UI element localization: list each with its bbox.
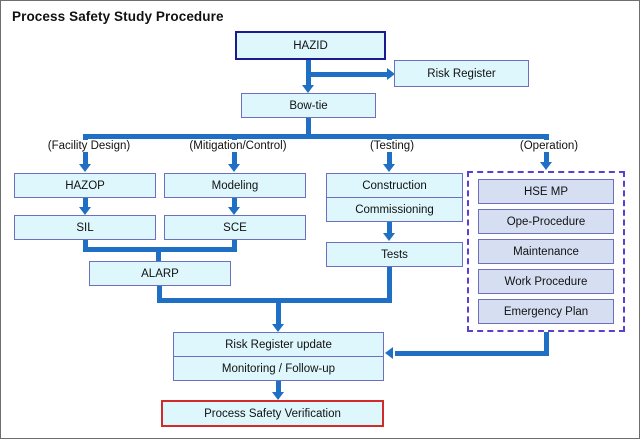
branch-label-facility-design: (Facility Design): [26, 140, 152, 152]
connector-operation-feedback-down: [544, 332, 549, 356]
arrowhead-to-risk-register: [387, 68, 395, 80]
connector-hazop-to-sil: [83, 198, 88, 210]
connector-tests-left: [157, 298, 392, 303]
node-maintenance[interactable]: Maintenance: [478, 239, 614, 264]
connector-commissioning-to-tests: [387, 222, 392, 237]
connector-to-risk-register-h: [306, 72, 389, 77]
node-modeling[interactable]: Modeling: [164, 173, 306, 198]
node-ope-procedure[interactable]: Ope-Procedure: [478, 209, 614, 234]
connector-sce-down: [232, 240, 237, 252]
node-risk-register[interactable]: Risk Register: [394, 60, 529, 87]
node-monitoring-followup[interactable]: Monitoring / Follow-up: [173, 356, 384, 381]
connector-operation-feedback-left: [395, 351, 549, 356]
connector-monitoring-to-verification: [276, 381, 281, 395]
node-commissioning[interactable]: Commissioning: [326, 197, 463, 222]
arrowhead-hazid-to-bowtie: [302, 85, 314, 93]
node-process-safety-verification[interactable]: Process Safety Verification: [161, 400, 384, 427]
page-title: Process Safety Study Procedure: [12, 9, 224, 24]
arrowhead-modeling-to-sce: [228, 207, 240, 215]
node-work-procedure[interactable]: Work Procedure: [478, 269, 614, 294]
branch-label-mitigation-control: (Mitigation/Control): [166, 140, 310, 152]
connector-modeling-to-sce: [232, 198, 237, 210]
arrowhead-to-risk-register-update: [272, 324, 284, 332]
connector-merge-to-alarp: [156, 247, 161, 263]
arrowhead-branch-mitigation: [228, 164, 240, 172]
branch-label-testing: (Testing): [341, 140, 443, 152]
branch-label-operation: (Operation): [496, 140, 602, 152]
node-risk-register-update[interactable]: Risk Register update: [173, 332, 384, 357]
node-hazid[interactable]: HAZID: [235, 31, 386, 60]
arrowhead-to-verification: [272, 392, 284, 400]
connector-sil-down: [83, 240, 88, 252]
arrowhead-operation-feedback: [385, 347, 393, 359]
arrowhead-hazop-to-sil: [79, 207, 91, 215]
node-sce[interactable]: SCE: [164, 215, 306, 240]
node-hazop[interactable]: HAZOP: [14, 173, 156, 198]
arrowhead-commissioning-to-tests: [383, 233, 395, 241]
connector-merge-trunk-down: [276, 298, 281, 326]
connector-alarp-down: [157, 286, 162, 303]
connector-distribution-bar: [83, 134, 548, 139]
node-sil[interactable]: SIL: [14, 215, 156, 240]
connector-bowtie-down: [306, 118, 311, 138]
arrowhead-branch-testing: [383, 164, 395, 172]
arrowhead-branch-operation: [540, 162, 552, 170]
arrowhead-branch-facility: [79, 164, 91, 172]
node-alarp[interactable]: ALARP: [89, 261, 231, 286]
node-construction[interactable]: Construction: [326, 173, 463, 198]
node-emergency-plan[interactable]: Emergency Plan: [478, 299, 614, 324]
node-tests[interactable]: Tests: [326, 242, 463, 267]
node-bowtie[interactable]: Bow-tie: [241, 93, 376, 118]
node-hse-mp[interactable]: HSE MP: [478, 179, 614, 204]
connector-tests-down: [387, 267, 392, 303]
